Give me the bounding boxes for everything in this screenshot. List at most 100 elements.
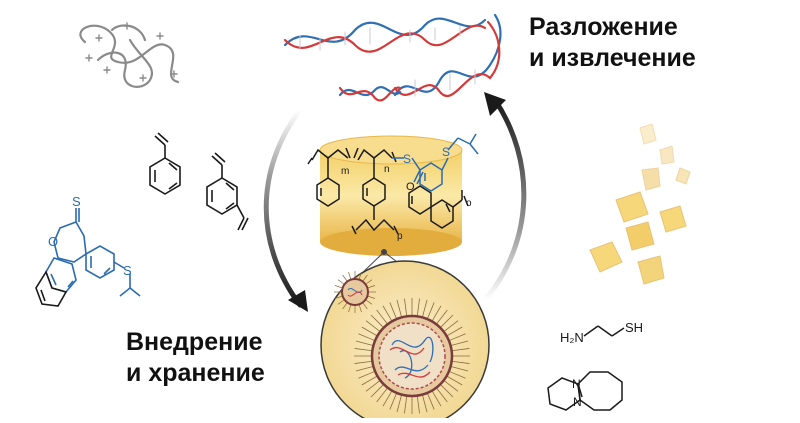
micelle-corona-chain bbox=[342, 274, 348, 282]
incorporation-label-line2: и хранение bbox=[126, 359, 265, 387]
micelle-corona-chain bbox=[376, 387, 388, 403]
micelle-corona-chain bbox=[361, 375, 378, 386]
micelle-corona-chain bbox=[396, 394, 403, 413]
repeat-o-label: o bbox=[466, 198, 472, 209]
micelle-corona-chain bbox=[431, 390, 442, 407]
micelle-corona-chain bbox=[362, 302, 368, 310]
copolymer-structure bbox=[307, 147, 399, 235]
divinylbenzene-molecule bbox=[206, 152, 249, 231]
micelle-corona-chain bbox=[421, 299, 428, 318]
degradation-extraction-label: Разложение и извлечение bbox=[529, 12, 696, 74]
micelle-corona-chain bbox=[365, 320, 381, 332]
micelle-corona-chain bbox=[358, 271, 362, 280]
micelle-corona-chain bbox=[367, 295, 376, 299]
micelle-corona-chain bbox=[404, 395, 408, 414]
dbu-molecule bbox=[547, 371, 623, 411]
polymer-thioester-s-label: S bbox=[403, 152, 411, 166]
cysteamine-molecule bbox=[583, 325, 625, 337]
micelle-corona-chain bbox=[370, 384, 384, 398]
micelle-corona-chain bbox=[451, 348, 470, 352]
micelle-corona-chain bbox=[355, 340, 374, 347]
micelle-corona-chain bbox=[416, 395, 420, 414]
micelle-corona-chain bbox=[450, 340, 469, 347]
micelle-corona-chain bbox=[337, 279, 345, 285]
zoom-micelle-view bbox=[320, 260, 490, 423]
cysteamine-thiol-label: SH bbox=[625, 320, 643, 335]
micelle-corona-chain bbox=[355, 365, 374, 372]
micelle-corona-chain bbox=[337, 299, 345, 305]
thionolactone-monomer-bonds-black bbox=[35, 270, 68, 307]
micelle-corona-chain bbox=[448, 333, 466, 342]
degradation-label-line1: Разложение bbox=[529, 13, 678, 41]
micelle-corona-chain bbox=[367, 285, 376, 289]
micelle-corona-chain bbox=[396, 299, 403, 318]
micelle-corona-chain bbox=[376, 309, 388, 325]
thionolactone-monomer bbox=[45, 208, 141, 297]
micelle-large bbox=[354, 298, 470, 414]
micelle-corona-chain bbox=[404, 298, 408, 317]
micelle-corona-chain bbox=[342, 302, 348, 310]
micelle-corona-chain bbox=[421, 394, 428, 413]
micelle-corona-chain bbox=[416, 298, 420, 317]
micelle-corona-chain bbox=[382, 305, 393, 322]
micelle-corona-chain bbox=[358, 333, 376, 342]
micelle-corona-chain bbox=[440, 384, 454, 398]
incorporation-storage-label: Внедрение и хранение bbox=[126, 327, 265, 389]
monomer-thione-s-label: S bbox=[72, 194, 81, 209]
degradation-label-line2: и извлечение bbox=[529, 44, 696, 72]
polymer-particle bbox=[319, 135, 463, 256]
micelle-corona-chain bbox=[426, 392, 435, 410]
repeat-m-label: m bbox=[341, 166, 349, 177]
micelle-corona-chain bbox=[450, 365, 469, 372]
micelle-corona-chain bbox=[354, 348, 373, 352]
micelle-corona-chain bbox=[440, 314, 454, 328]
micelle-corona-chain bbox=[362, 274, 368, 282]
micelle-corona-chain bbox=[382, 390, 393, 407]
micelle-corona-chain bbox=[354, 360, 373, 364]
repeat-n-label: n bbox=[384, 164, 390, 175]
monomer-thioether-s-label: S bbox=[123, 263, 132, 278]
dbu-n2-label: N bbox=[573, 395, 582, 409]
micelle-corona-chain bbox=[361, 326, 378, 337]
micelle-corona-chain bbox=[436, 309, 448, 325]
micelle-corona-chain bbox=[436, 387, 448, 403]
cysteamine-amine-label: H₂N bbox=[560, 330, 584, 345]
repeat-p-label: p bbox=[397, 231, 403, 242]
micelle-corona-chain bbox=[446, 326, 463, 337]
micelle-corona-chain bbox=[348, 304, 352, 313]
dbu-n1-label: N bbox=[572, 377, 581, 391]
biphenyl-unit-structure bbox=[408, 185, 469, 229]
micelle-corona-chain bbox=[451, 360, 470, 364]
micelle-corona-chain bbox=[358, 304, 362, 313]
micelle-corona-chain bbox=[443, 320, 459, 332]
micelle-corona-chain bbox=[348, 271, 352, 280]
dna-strands-icon bbox=[283, 13, 502, 102]
micelle-corona-chain bbox=[334, 295, 343, 299]
micelle-corona-chain bbox=[431, 305, 442, 322]
incorporation-label-line1: Внедрение bbox=[126, 328, 263, 356]
micelle-corona-chain bbox=[358, 370, 376, 379]
incorporation-arrow bbox=[263, 107, 308, 312]
micelle-corona-chain bbox=[334, 285, 343, 289]
micelle-corona-chain bbox=[365, 299, 373, 305]
thioester-unit-structure bbox=[392, 133, 479, 192]
polymer-thioether-s-label: S bbox=[442, 145, 450, 159]
micelle-corona-chain bbox=[446, 375, 463, 386]
styrene-molecule bbox=[149, 132, 181, 195]
micelle-small bbox=[334, 271, 376, 313]
micelle-corona-chain bbox=[365, 380, 381, 392]
micelle-corona-chain bbox=[389, 392, 398, 410]
micelle-corona-chain bbox=[443, 380, 459, 392]
polymer-carbonyl-o-label: O bbox=[406, 181, 415, 193]
charged-polymer-chain-icon bbox=[79, 22, 180, 88]
micelle-corona-chain bbox=[365, 279, 373, 285]
degradation-arrow bbox=[482, 92, 527, 303]
degraded-fragments-icon bbox=[589, 123, 691, 285]
monomer-ring-o-label: O bbox=[48, 234, 58, 249]
micelle-corona-chain bbox=[448, 370, 466, 379]
micelle-corona-chain bbox=[389, 302, 398, 320]
micelle-corona-chain bbox=[370, 314, 384, 328]
micelle-corona-chain bbox=[426, 302, 435, 320]
